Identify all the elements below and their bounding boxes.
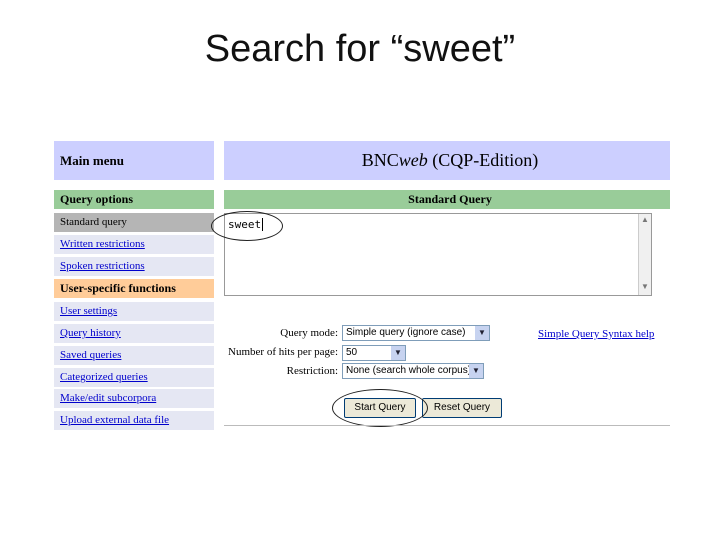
chevron-down-icon: ▼ <box>475 326 489 340</box>
restriction-label: Restriction: <box>286 365 338 377</box>
sidebar-item-upload-data-file[interactable]: Upload external data file <box>54 411 214 430</box>
sidebar-item-categorized-queries[interactable]: Categorized queries <box>54 368 214 387</box>
user-functions-heading: User-specific functions <box>54 279 214 298</box>
sidebar-item-written-restrictions[interactable]: Written restrictions <box>54 235 214 254</box>
app-title-suffix: (CQP-Edition) <box>427 150 539 170</box>
hits-per-page-label: Number of hits per page: <box>228 346 338 358</box>
chevron-down-icon: ▼ <box>469 364 483 378</box>
app-title-prefix: BNC <box>361 150 399 170</box>
query-mode-select[interactable]: Simple query (ignore case) ▼ <box>342 325 490 341</box>
sidebar-item-standard-query[interactable]: Standard query <box>54 213 214 232</box>
query-input[interactable]: sweet​ <box>224 213 652 296</box>
bottom-divider <box>224 425 670 426</box>
highlight-oval-start <box>332 389 428 427</box>
scroll-track[interactable] <box>639 226 651 281</box>
main-menu-heading: Main menu <box>54 141 214 180</box>
restriction-value: None (search whole corpus) <box>346 365 472 376</box>
sidebar-item-user-settings[interactable]: User settings <box>54 302 214 321</box>
scroll-down-icon[interactable]: ▼ <box>641 282 649 291</box>
query-syntax-help-link[interactable]: Simple Query Syntax help <box>538 328 655 340</box>
sidebar-item-query-history[interactable]: Query history <box>54 324 214 343</box>
highlight-oval-input <box>211 211 283 241</box>
app-title-italic: web <box>398 150 428 170</box>
sidebar-item-saved-queries[interactable]: Saved queries <box>54 346 214 365</box>
hits-per-page-value: 50 <box>346 347 358 358</box>
restriction-select[interactable]: None (search whole corpus)▼ <box>342 363 484 379</box>
query-mode-value: Simple query (ignore case) <box>346 327 466 338</box>
sidebar-item-spoken-restrictions[interactable]: Spoken restrictions <box>54 257 214 276</box>
scroll-up-icon[interactable]: ▲ <box>641 215 649 224</box>
slide-title: Search for “sweet” <box>204 28 516 70</box>
query-mode-label: Query mode: <box>280 327 338 339</box>
query-input-scrollbar[interactable]: ▲ ▼ <box>638 214 651 295</box>
reset-query-button[interactable]: Reset Query <box>422 398 502 418</box>
sidebar-item-make-edit-subcorpora[interactable]: Make/edit subcorpora <box>54 389 214 408</box>
chevron-down-icon: ▼ <box>391 346 405 360</box>
query-options-heading: Query options <box>54 190 214 209</box>
standard-query-heading: Standard Query <box>224 190 670 209</box>
app-title: BNCweb (CQP-Edition) <box>224 141 670 180</box>
hits-per-page-select[interactable]: 50 ▼ <box>342 345 406 361</box>
